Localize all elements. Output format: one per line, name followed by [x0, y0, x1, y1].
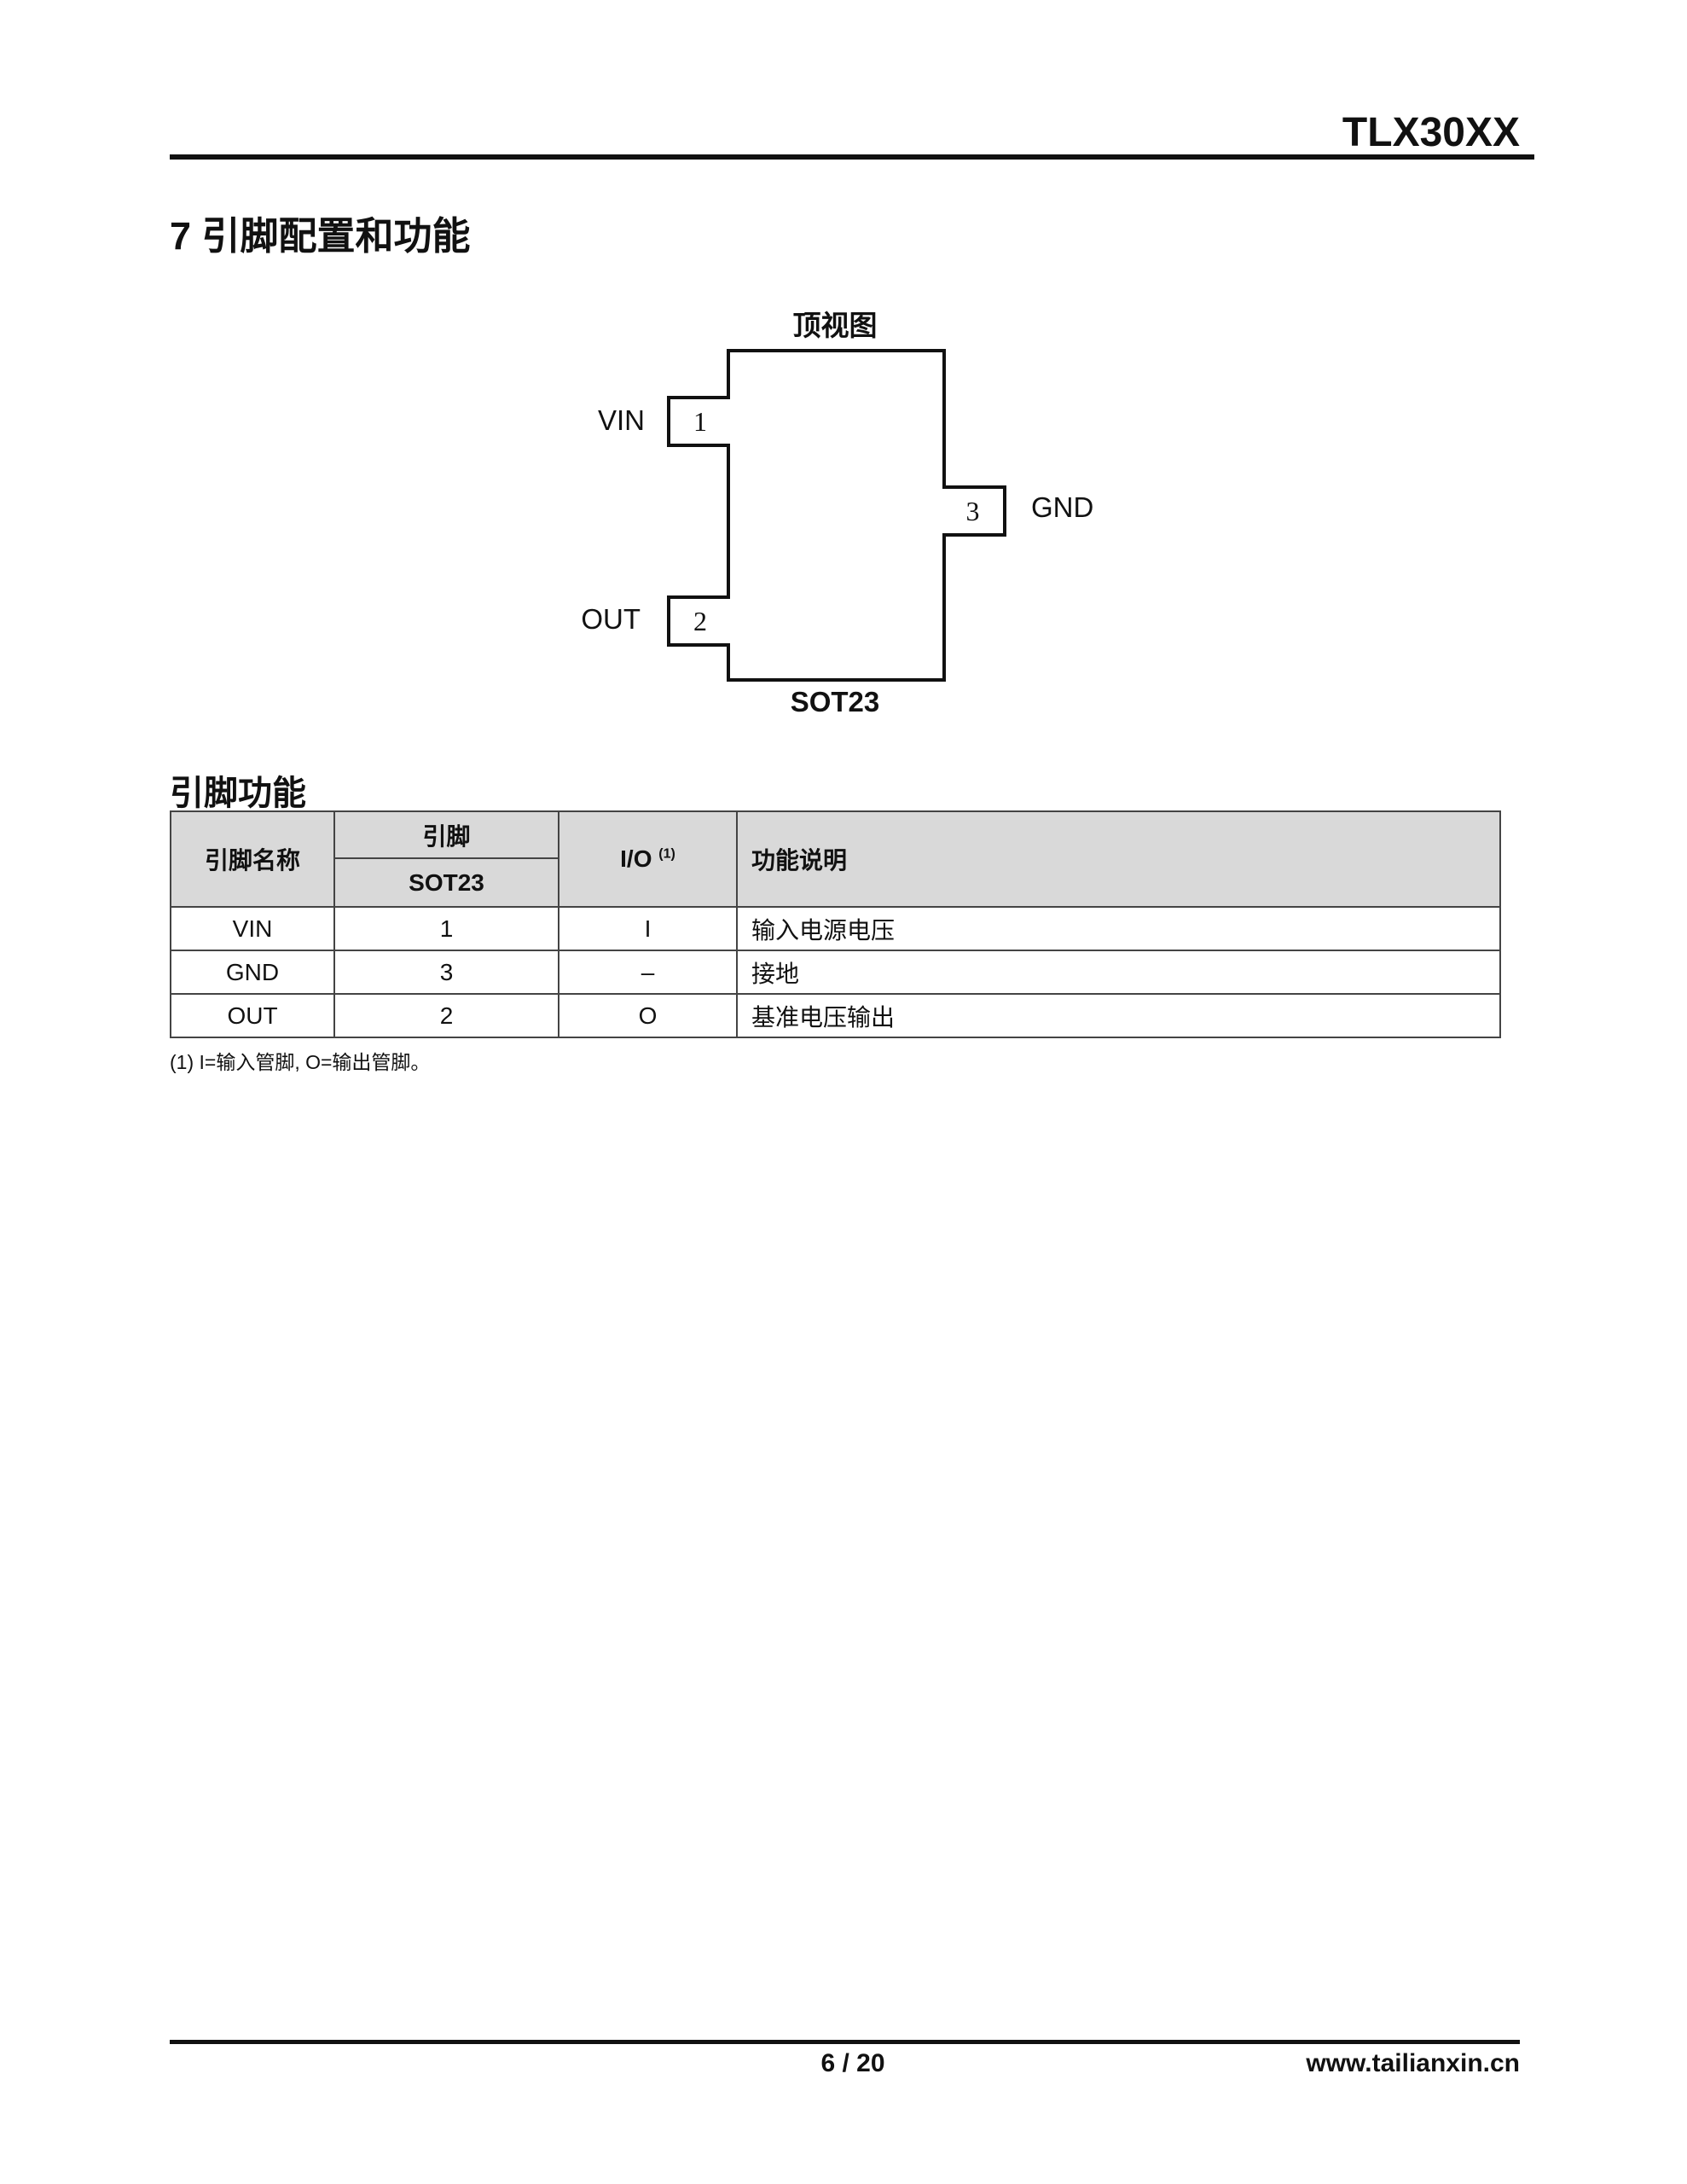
- package-label: SOT23: [790, 686, 880, 717]
- header-pin-name: 引脚名称: [170, 810, 335, 908]
- header-package: SOT23: [333, 857, 559, 908]
- header-description: 功能说明: [736, 810, 1501, 908]
- cell-pin: 3: [333, 950, 559, 995]
- cell-pin: 2: [333, 993, 559, 1038]
- pin-2-box: 2: [667, 595, 730, 647]
- page-number: 6 / 20: [820, 2049, 885, 2077]
- cell-name: OUT: [170, 993, 335, 1038]
- cell-name: GND: [170, 950, 335, 995]
- cell-pin: 1: [333, 906, 559, 951]
- cell-description: 接地: [736, 950, 1501, 995]
- pin-1-box: 1: [667, 396, 730, 447]
- header-io-text: I/O: [620, 845, 652, 872]
- cell-description: 基准电压输出: [736, 993, 1501, 1038]
- table-footnote: (1) I=输入管脚, O=输出管脚。: [170, 1051, 431, 1073]
- cell-name: VIN: [170, 906, 335, 951]
- cell-io: –: [558, 950, 738, 995]
- pin-functions-heading: 引脚功能: [170, 775, 306, 812]
- table-row: VIN 1 I 输入电源电压: [170, 906, 1501, 951]
- table-row: GND 3 – 接地: [170, 950, 1501, 995]
- table-row: OUT 2 O 基准电压输出: [170, 993, 1501, 1038]
- section-heading: 7 引脚配置和功能: [170, 214, 471, 258]
- io-footnote-ref: (1): [658, 846, 675, 862]
- cell-io: I: [558, 906, 738, 951]
- document-title: TLX30XX: [1342, 110, 1520, 155]
- header-pin: 引脚: [333, 810, 559, 859]
- pin-1-label: VIN: [597, 404, 645, 436]
- pin-functions-table: 引脚名称 引脚 I/O (1) 功能说明 SOT23 VIN 1 I 输入电源电…: [170, 810, 1501, 1038]
- cell-io: O: [558, 993, 738, 1038]
- header-rule: [170, 154, 1534, 160]
- website: www.tailianxin.cn: [1306, 2049, 1520, 2077]
- footer-rule: [170, 2040, 1520, 2044]
- pin-3-box: 3: [942, 485, 1006, 537]
- chip-body: [727, 349, 946, 682]
- pin-3-label: GND: [1031, 491, 1094, 523]
- top-view-label: 顶视图: [792, 310, 878, 341]
- cell-description: 输入电源电压: [736, 906, 1501, 951]
- header-io: I/O (1): [558, 810, 738, 908]
- pin-2-label: OUT: [581, 603, 641, 635]
